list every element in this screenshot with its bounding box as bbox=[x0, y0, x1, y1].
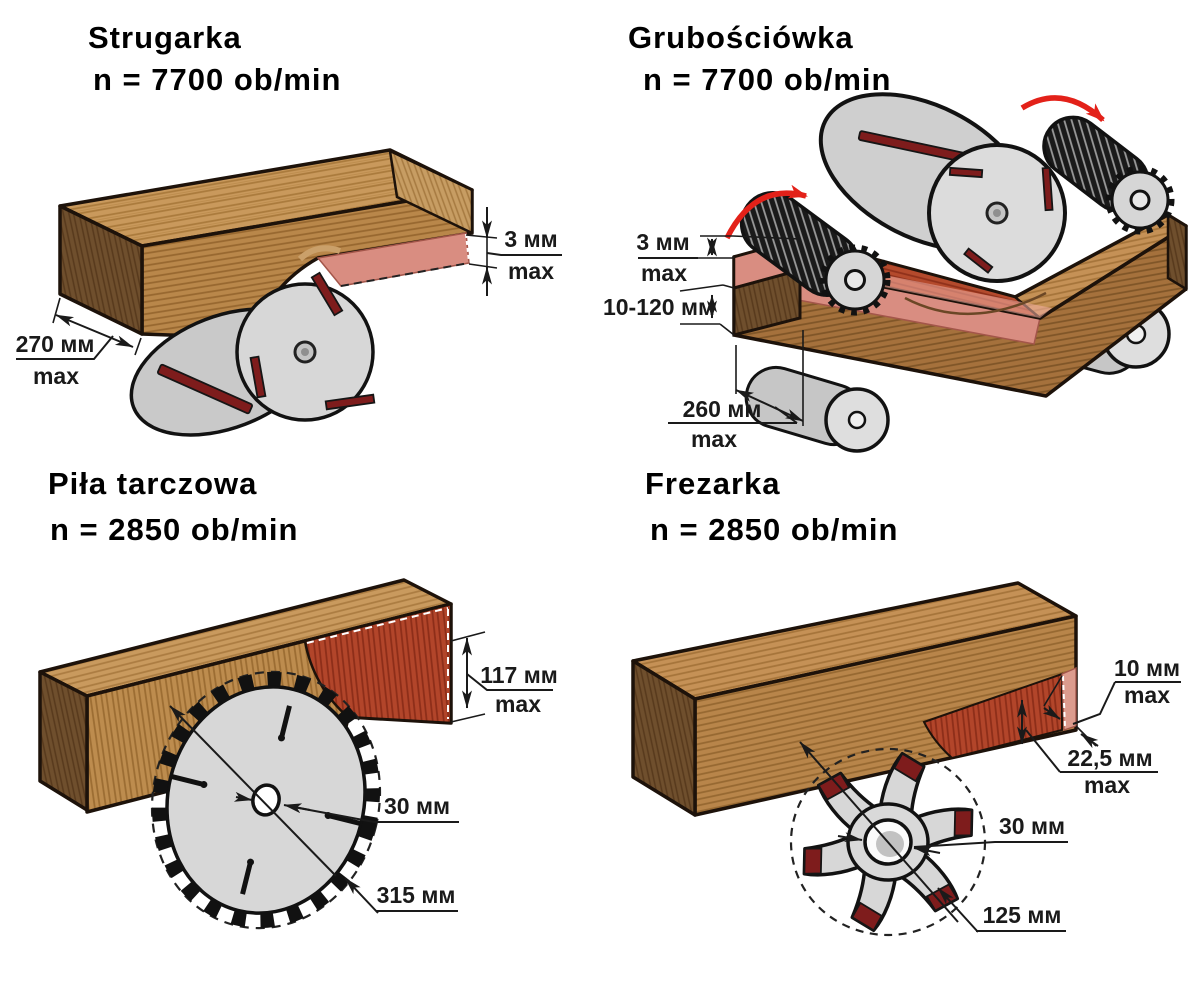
pink-removed-layer bbox=[297, 232, 470, 287]
spindle-speed-label: n = 7700 ob/min bbox=[643, 62, 891, 97]
dim-label: 3 мм bbox=[504, 226, 557, 252]
dim-label: 30 мм bbox=[384, 793, 450, 819]
spindle-center bbox=[993, 209, 1001, 217]
dimension-bore: 30 мм bbox=[799, 741, 1068, 923]
milling-machine-diagram: Frezarka n = 2850 ob/min bbox=[631, 466, 1181, 937]
red-milled-face bbox=[922, 672, 1063, 760]
wood-beam bbox=[58, 148, 474, 340]
feed-roller-left bbox=[739, 191, 891, 316]
cutter-drum bbox=[818, 92, 1067, 283]
cutter-head bbox=[129, 271, 376, 437]
gear-teeth bbox=[819, 244, 891, 316]
dim-label: 270 мм bbox=[16, 331, 95, 357]
panel-title: Strugarka bbox=[88, 20, 242, 55]
spindle-speed-label: n = 2850 ob/min bbox=[650, 512, 898, 547]
spindle-speed-label: n = 7700 ob/min bbox=[93, 62, 341, 97]
dim-max-label: max bbox=[33, 363, 79, 389]
spindle-speed-label: n = 2850 ob/min bbox=[50, 512, 298, 547]
dimension-bore: 30 мм bbox=[169, 705, 459, 877]
plank-end-right bbox=[1166, 212, 1188, 292]
dim-max-label: max bbox=[1084, 772, 1130, 798]
dim-label: 125 мм bbox=[983, 902, 1062, 928]
dimension-width: 260 мм max bbox=[668, 330, 804, 452]
dim-max-label: max bbox=[691, 426, 737, 452]
drum-hollow-lip bbox=[904, 291, 1047, 316]
dimension-height: 22,5 мм max bbox=[1017, 699, 1158, 798]
saw-blade bbox=[150, 670, 382, 930]
dimension-width: 270 мм max bbox=[16, 297, 142, 389]
dim-max-label: max bbox=[495, 691, 541, 717]
dimension-cutter: 125 мм bbox=[937, 887, 1066, 933]
spindle-center bbox=[301, 348, 309, 356]
dim-label: 10 мм bbox=[1114, 655, 1180, 681]
cut-edge-dashes bbox=[306, 607, 449, 719]
rotation-arrow bbox=[1020, 95, 1105, 123]
dimension-depth: 3 мм max bbox=[636, 229, 801, 286]
thicknesser-diagram: Grubościówka n = 7700 ob/min bbox=[603, 20, 1188, 453]
plank-end-wood bbox=[732, 268, 802, 337]
dim-label: 10-120 мм bbox=[603, 294, 715, 320]
expansion-slots bbox=[171, 705, 361, 895]
wood-shaving bbox=[297, 245, 341, 262]
dimension-blade: 315 мм bbox=[344, 877, 458, 914]
pink-removed-layer bbox=[1061, 667, 1077, 731]
blade-diameter-dashed-circle bbox=[150, 670, 382, 930]
end-grain-face bbox=[388, 148, 474, 235]
knife bbox=[157, 363, 253, 415]
dim-label: 117 мм bbox=[480, 662, 558, 688]
blade-teeth bbox=[151, 671, 381, 929]
dim-label: 3 мм bbox=[636, 229, 689, 255]
knife bbox=[948, 166, 984, 179]
knife bbox=[324, 393, 376, 411]
knife bbox=[310, 271, 344, 317]
dimension-depth: 3 мм max bbox=[465, 207, 562, 296]
bore-hole bbox=[251, 783, 281, 817]
feed-roller-right bbox=[1042, 115, 1175, 235]
panel-title: Frezarka bbox=[645, 466, 781, 501]
dim-label: 22,5 мм bbox=[1067, 745, 1152, 771]
planer-diagram: Strugarka n = 7700 ob/min bbox=[16, 20, 562, 437]
dim-label: 260 мм bbox=[683, 396, 762, 422]
support-roller-left bbox=[744, 365, 890, 453]
wood-beam bbox=[631, 581, 1078, 817]
dimension-depth: 10 мм max bbox=[1042, 655, 1181, 749]
panel-title: Grubościówka bbox=[628, 20, 854, 55]
rotation-arrow bbox=[724, 184, 808, 240]
circular-saw-diagram: Piła tarczowa n = 2850 ob/min 117 мм max bbox=[38, 466, 558, 930]
dimension-cut-height: 117 мм max bbox=[450, 631, 558, 723]
knife bbox=[249, 355, 267, 399]
gear-teeth bbox=[1105, 165, 1175, 235]
dimension-thickness: 10-120 мм bbox=[603, 284, 735, 336]
dim-max-label: max bbox=[641, 260, 687, 286]
knife bbox=[963, 247, 994, 274]
panel-title: Piła tarczowa bbox=[48, 466, 257, 501]
dim-max-label: max bbox=[508, 258, 554, 284]
dim-max-label: max bbox=[1124, 682, 1170, 708]
dim-label: 315 мм bbox=[377, 882, 456, 908]
knife bbox=[1041, 166, 1054, 212]
dim-label: 30 мм bbox=[999, 813, 1065, 839]
